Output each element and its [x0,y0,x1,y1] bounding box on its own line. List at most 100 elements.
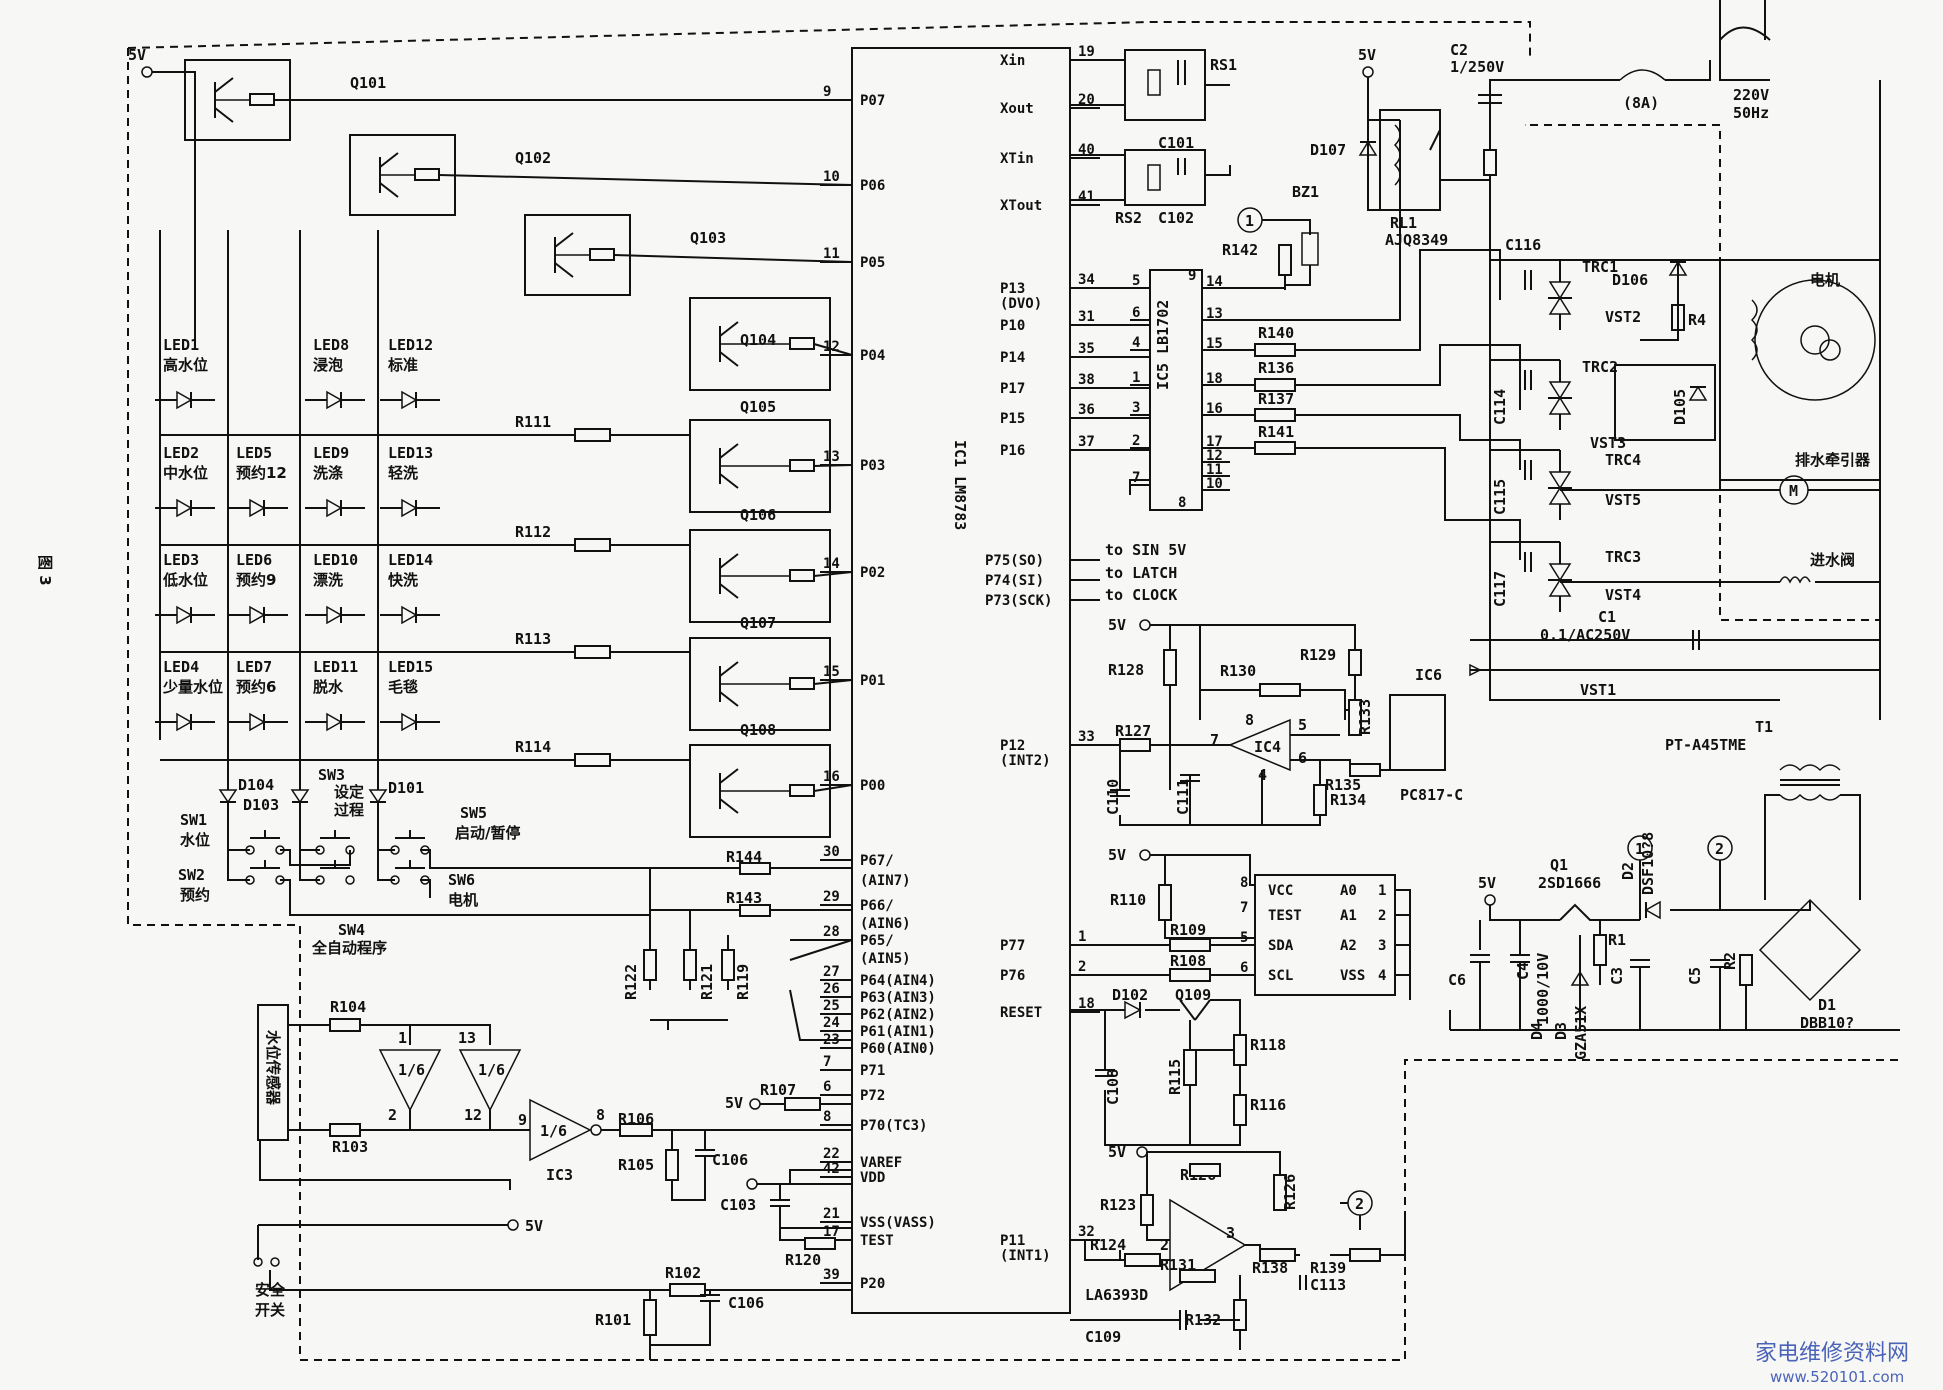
ic1-rpin-num-19: 32 [1078,1224,1095,1240]
ic1-pin-num-4: 13 [823,449,840,465]
r127-label: R127 [1115,722,1151,740]
ic1-pin-name-6: P01 [860,673,885,689]
led-id-led2: LED2 [163,444,199,462]
ic1-rpin-num-6: 31 [1078,309,1095,325]
c2-label: C2 [1450,41,1468,59]
ee-lpin-1: 7 [1240,900,1248,916]
led-text-led13: 轻洗 [388,464,418,482]
d105-label: D105 [1671,389,1689,425]
ic1-pin-name-5: P02 [860,565,885,581]
ic1-rpin-name-15: (INT2) [1000,753,1051,769]
amp-pin2: 2 [1160,1236,1169,1254]
driver-q107: Q107 [689,614,853,731]
row-res-0: R111 [515,413,551,431]
sw1-text: 水位 [180,831,210,849]
node-2-a: 2 [1355,1195,1364,1213]
ic1-pin-num-2: 11 [823,246,840,262]
c2-value: 1/250V [1450,58,1504,76]
ic1-pin-num-21: 8 [823,1109,831,1125]
sw6-text: 电机 [448,891,478,909]
watermark-title: 家电维修资料网 [1755,1341,1909,1366]
rl1-label: RL1 [1390,214,1417,232]
driver-label-2: Q103 [690,229,726,247]
ee-lname-2: SDA [1268,938,1294,954]
r135-label: R135 [1325,776,1361,794]
ee-5v: 5V [1108,846,1126,864]
r105-label: R105 [618,1156,654,1174]
r101-label: R101 [595,1311,631,1329]
r107-label: R107 [760,1081,796,1099]
led-id-led5: LED5 [236,444,272,462]
ic1-pin-name-23: VDD [860,1170,885,1186]
ee-rname-1: A1 [1340,908,1357,924]
ic1-rpin-num-9: 36 [1078,402,1095,418]
led-id-led7: LED7 [236,658,272,676]
r128-label: R128 [1108,661,1144,679]
sw5-text: 启动/暂停 [455,824,520,842]
ic4-label: IC4 [1254,738,1281,756]
rl1-part: AJQ8349 [1385,231,1448,249]
ic3-gate1: 1/6 [398,1061,425,1079]
pin-9: 9 [518,1111,527,1129]
ic1-rpin-num-3: 41 [1078,189,1095,205]
ic1-rpin-name-10: P16 [1000,443,1025,459]
ic1-pin-num-6: 15 [823,664,840,680]
ic1-rpin-name-9: P15 [1000,411,1025,427]
led-id-led14: LED14 [388,551,433,569]
ee-lpin-2: 5 [1240,930,1248,946]
r102-label: R102 [665,1264,701,1282]
ic1-pin-name-13: (AIN5) [860,951,911,967]
triac-trc4: C115 [1490,449,1572,520]
led-led2: LED2 中水位 [155,444,215,518]
ic1-label: IC1 LM8783 [951,440,969,530]
led-text-led2: 中水位 [163,464,208,482]
led-text-led9: 洗涤 [313,464,343,482]
sw6-label: SW6 [448,871,475,889]
ic1-rpin-name-12: P74(SI) [985,573,1044,589]
c113-label: C113 [1310,1276,1346,1294]
ic6-label: IC6 [1415,666,1442,684]
to-latch: to LATCH [1105,564,1177,582]
led-id-led6: LED6 [236,551,272,569]
t1-part: PT-A45TME [1665,736,1746,754]
ic3-gate2: 1/6 [478,1061,505,1079]
ic1-pin-name-21: P70(TC3) [860,1118,927,1134]
trc4-label: TRC4 [1605,451,1641,469]
ic5-top-pin: 9 [1188,268,1196,284]
c109-label: C109 [1085,1328,1121,1346]
d102-label: D102 [1112,986,1148,1004]
ic1-pin-name-26: P20 [860,1276,885,1292]
left-5v-rail: 5V [128,46,196,345]
ee-rname-0: A0 [1340,883,1357,899]
ic1-pin-num-12: 28 [823,924,840,940]
ic1-pin-num-16: 25 [823,998,840,1014]
fuse-label: (8A) [1623,94,1659,112]
q109-label: Q109 [1175,986,1211,1004]
c108-label: C108 [1104,1069,1122,1105]
ic1-pin-name-11: (AIN6) [860,916,911,932]
v5-label-a: 5V [725,1094,743,1112]
c1-label: C1 [1598,608,1616,626]
r121-label: R121 [698,964,716,1000]
driver-q101: Q101 [184,59,852,141]
led-text-led14: 快洗 [388,571,418,589]
ic1-pin-name-7: P00 [860,778,885,794]
ic1-rpin-name-5: (DVO) [1000,296,1042,312]
d107-label: D107 [1310,141,1346,159]
t1-label: T1 [1755,718,1773,736]
driver-label-6: Q107 [740,614,776,632]
ic1-pin-name-15: P63(AIN3) [860,990,936,1006]
triac-trc3: C117 [1490,541,1572,612]
ic1-rpin-name-18: RESET [1000,1005,1042,1021]
ic1-rpin-num-10: 37 [1078,434,1095,450]
ic1-pin-num-19: 7 [823,1054,831,1070]
driver-label-0: Q101 [350,74,386,92]
ic1-pin-num-20: 6 [823,1079,831,1095]
r106-label: R106 [618,1110,654,1128]
vst2-label: VST2 [1605,308,1641,326]
ic1-pin-num-15: 26 [823,981,840,997]
